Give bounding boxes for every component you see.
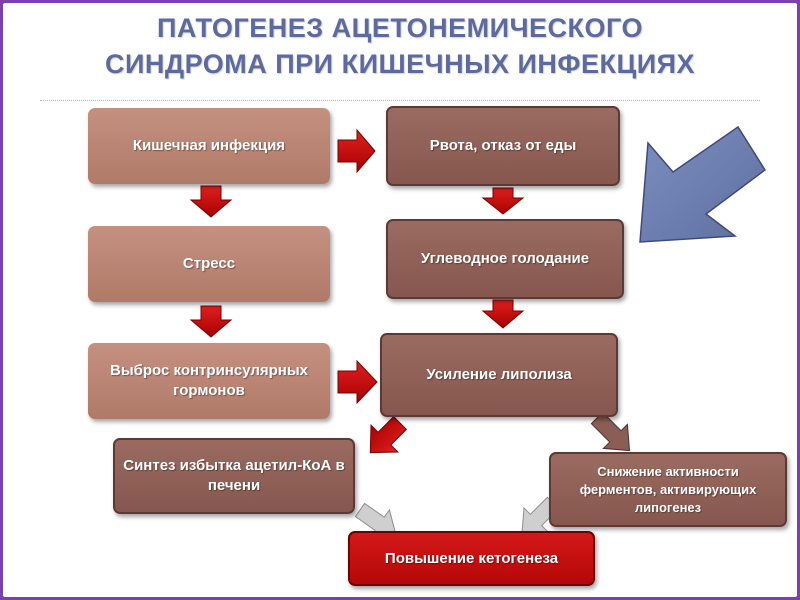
box-enzyme-decrease-label: Снижение активности ферментов, активирую… (579, 463, 757, 515)
arrow-lipolysis-to-enzymes (590, 411, 631, 452)
box-intestinal-infection: Кишечная инфекция (88, 108, 330, 184)
arrow-infection-to-vomiting (337, 128, 376, 174)
arrow-lipolysis-to-acetyl-coa (369, 415, 408, 454)
arrow-hormones-to-lipolysis (337, 359, 378, 405)
box-ketogenesis-label: Повышение кетогенеза (384, 549, 559, 567)
box-acetyl-coa-synthesis-label: Синтез избытка ацетил-КоА в печени (123, 457, 345, 494)
box-vomiting-label: Рвота, отказ от еды (429, 137, 577, 154)
box-acetyl-coa-synthesis: Синтез избытка ацетил-КоА в печени (113, 438, 355, 514)
arrow-vomiting-to-starvation (481, 187, 525, 215)
title-line-2: СИНДРОМА ПРИ КИШЕЧНЫХ ИНФЕКЦИЯХ (104, 49, 696, 79)
box-carb-starvation-label: Углеводное голодание (420, 250, 590, 267)
box-intestinal-infection-label: Кишечная инфекция (132, 137, 286, 154)
box-carb-starvation: Углеводное голодание (386, 219, 624, 299)
box-stress: Стресс (88, 226, 330, 302)
arrow-stress-to-hormones (189, 305, 233, 338)
box-hormones-release-label: Выброс контринсулярных гормонов (109, 362, 308, 399)
box-lipolysis-label: Усиление липолиза (426, 366, 572, 383)
box-hormones-release: Выброс контринсулярных гормонов (88, 343, 330, 419)
arrow-infection-to-stress (189, 185, 233, 218)
box-lipolysis: Усиление липолиза (380, 333, 618, 417)
box-ketogenesis: Повышение кетогенеза (348, 531, 595, 586)
slide-title: ПАТОГЕНЕЗ АЦЕТОНЕМИЧЕСКОГО СИНДРОМА ПРИ … (0, 10, 800, 82)
arrow-starvation-to-lipolysis (481, 299, 525, 329)
title-divider (40, 100, 760, 101)
big-blue-arrow (639, 125, 767, 243)
box-vomiting: Рвота, отказ от еды (386, 106, 620, 186)
box-stress-label: Стресс (182, 255, 236, 272)
box-enzyme-decrease: Снижение активности ферментов, активирую… (549, 452, 787, 527)
title-line-1: ПАТОГЕНЕЗ АЦЕТОНЕМИЧЕСКОГО (157, 13, 643, 43)
